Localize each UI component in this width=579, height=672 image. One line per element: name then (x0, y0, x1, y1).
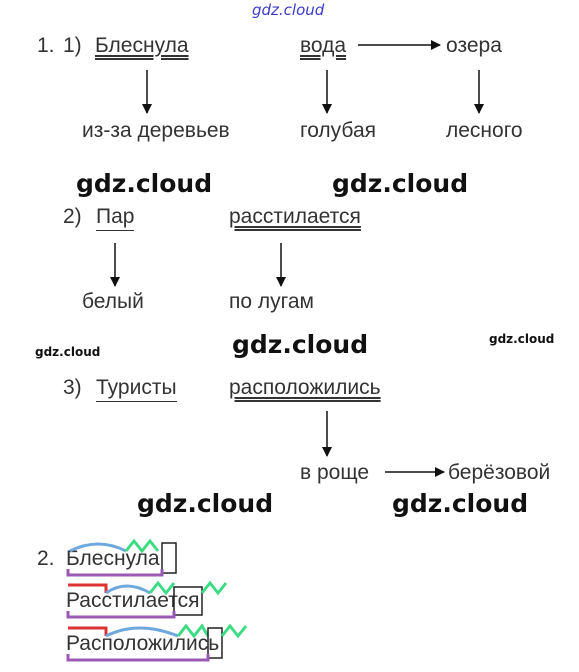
morph-word-3-marks (66, 623, 248, 662)
s3-dep-2: берёзовой (448, 461, 551, 484)
prefix-mark (68, 583, 108, 593)
prefix-mark (68, 626, 108, 636)
s3-dep-1: в роще (300, 461, 370, 484)
morph-word-3: Расположились (66, 623, 256, 662)
ending-box (161, 542, 177, 574)
ending-box (207, 627, 223, 659)
s1-dep-3: лесного (446, 119, 523, 142)
postfix-mark (200, 580, 228, 596)
watermark-small-1: gdz.cloud (35, 345, 101, 359)
morph-word-1: Блеснула (66, 538, 186, 577)
suffix-mark (148, 580, 176, 596)
s1-predicate: вода (300, 34, 347, 57)
s2-number: 2) (63, 205, 82, 228)
morph-word-2-marks (66, 580, 228, 619)
watermark-2: gdz.cloud (332, 169, 469, 198)
task1-number: 1. (37, 34, 55, 57)
postfix-mark (220, 623, 248, 639)
s1-dep-2: голубая (300, 119, 377, 142)
watermark-top: gdz.cloud (252, 1, 325, 19)
morph-word-1-marks (66, 538, 177, 577)
s1-subject: Блеснула (95, 34, 189, 57)
morph-word-3-text: Расположились (66, 632, 220, 655)
watermark-5: gdz.cloud (392, 489, 529, 518)
watermark-4: gdz.cloud (137, 489, 274, 518)
s3-number: 3) (63, 376, 82, 399)
suffix-mark (176, 623, 210, 639)
s1-number: 1) (63, 34, 82, 57)
suffix-mark (124, 538, 160, 554)
root-arc (105, 584, 151, 595)
watermark-1: gdz.cloud (76, 169, 213, 198)
s2-dep-1: белый (82, 290, 144, 313)
s3-predicate: расположились (229, 376, 381, 399)
stem-bracket (66, 569, 164, 577)
s3-subject: Туристы (96, 376, 177, 402)
task2-number: 2. (37, 547, 55, 570)
s2-predicate: расстилается (229, 205, 361, 228)
s1-dep-1: из-за деревьев (82, 119, 230, 142)
stem-bracket (66, 611, 176, 619)
watermark-3: gdz.cloud (232, 330, 369, 359)
s1-object: озера (446, 34, 502, 57)
morph-word-1-text: Блеснула (66, 547, 160, 570)
root-arc (105, 626, 179, 638)
s2-subject: Пар (96, 205, 135, 231)
watermark-small-2: gdz.cloud (489, 332, 555, 346)
s2-dep-2: по лугам (229, 290, 314, 313)
ending-box (173, 586, 203, 616)
morph-word-2: Расстилается (66, 580, 236, 619)
stem-bracket (66, 654, 210, 662)
root-arc (69, 542, 127, 553)
